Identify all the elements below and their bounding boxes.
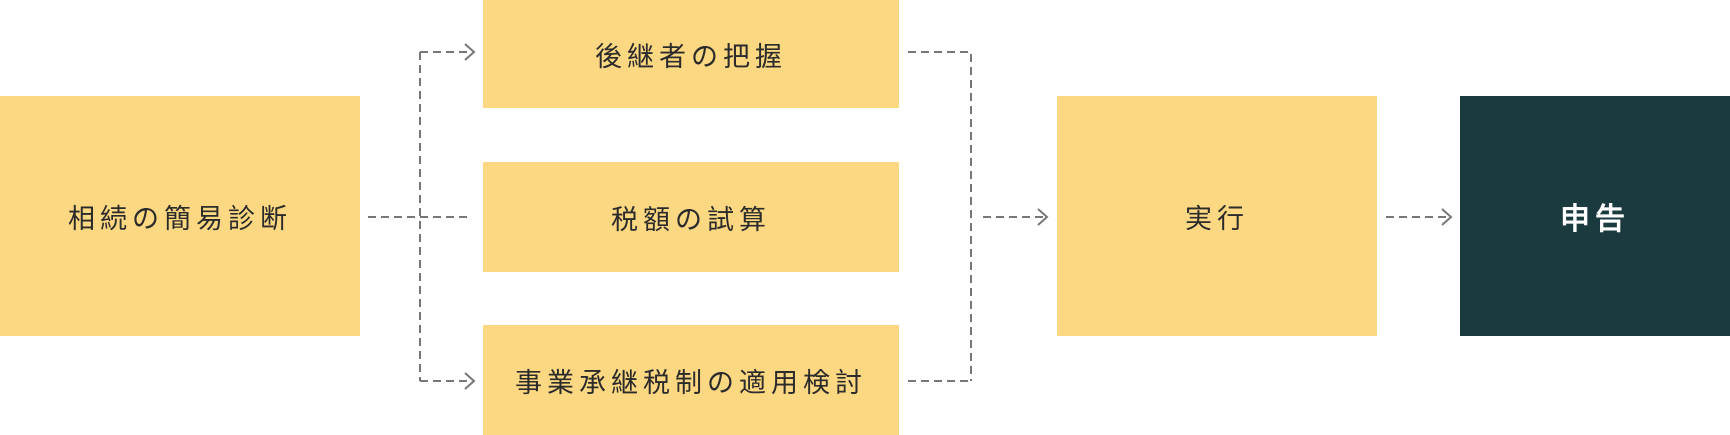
connector-successor-to-merge <box>908 51 972 381</box>
step-tax-estimate-label: 税額の試算 <box>611 204 771 236</box>
step-filing: 申告 <box>1460 96 1730 336</box>
step-succession-tax-system: 事業承継税制の適用検討 <box>483 325 899 435</box>
arrowhead-successor <box>464 43 476 61</box>
arrowhead-succession-tax-system <box>464 372 476 390</box>
step-execution-label: 実行 <box>1185 203 1249 235</box>
step-diagnosis-label: 相続の簡易診断 <box>68 203 292 235</box>
step-diagnosis: 相続の簡易診断 <box>0 96 360 336</box>
step-successor-label: 後継者の把握 <box>595 41 787 73</box>
arrowhead-filing <box>1441 208 1453 226</box>
step-tax-estimate: 税額の試算 <box>483 162 899 272</box>
arrowhead-execution <box>1037 208 1049 226</box>
step-execution: 実行 <box>1057 96 1377 336</box>
step-successor: 後継者の把握 <box>483 0 899 108</box>
step-succession-tax-system-label: 事業承継税制の適用検討 <box>515 367 867 399</box>
step-filing-label: 申告 <box>1560 202 1630 237</box>
